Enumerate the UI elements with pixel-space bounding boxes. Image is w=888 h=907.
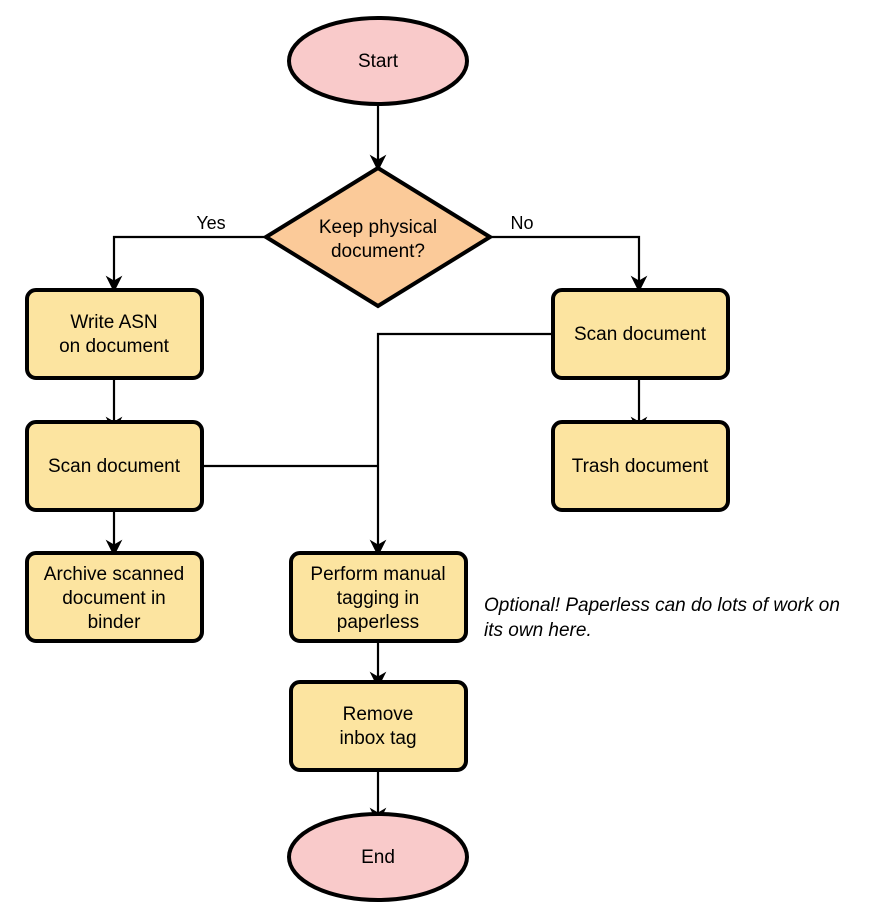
write-asn-label-line1: Write ASN bbox=[70, 312, 157, 333]
node-scan-document-left[interactable]: Scan document bbox=[25, 420, 204, 512]
remove-inbox-tag-label-line1: Remove bbox=[343, 704, 414, 725]
trash-document-label: Trash document bbox=[572, 456, 709, 477]
end-terminator-shape bbox=[287, 812, 469, 902]
edge-label-no: No bbox=[510, 213, 533, 233]
node-scan-document-right[interactable]: Scan document bbox=[551, 288, 730, 380]
decision-diamond-shape bbox=[262, 165, 494, 309]
trash-document-box-shape bbox=[551, 420, 730, 512]
node-remove-inbox-tag[interactable]: Remove inbox tag bbox=[289, 680, 468, 772]
scan-document-right-box-shape bbox=[551, 288, 730, 380]
archive-box-shape bbox=[25, 551, 204, 643]
annotation-line2: its own here. bbox=[484, 620, 592, 641]
tagging-label-line1: Perform manual bbox=[310, 564, 445, 585]
archive-label-line2: document in bbox=[62, 588, 166, 609]
edge-decision-no-to-scan-right bbox=[490, 235, 648, 293]
remove-inbox-tag-label-line2: inbox tag bbox=[339, 728, 416, 749]
edge-label-yes: Yes bbox=[196, 213, 225, 233]
start-terminator-shape bbox=[287, 16, 469, 106]
node-end[interactable]: End bbox=[287, 812, 469, 902]
scan-document-left-box-shape bbox=[25, 420, 204, 512]
write-asn-box-shape bbox=[25, 288, 204, 380]
end-label: End bbox=[361, 847, 395, 868]
edge-decision-yes-to-write-asn bbox=[105, 235, 265, 293]
tagging-label-line2: tagging in bbox=[337, 588, 419, 609]
archive-label-line1: Archive scanned bbox=[44, 564, 184, 585]
start-label: Start bbox=[358, 51, 399, 72]
tagging-box-shape bbox=[289, 551, 468, 643]
edge-label-layer: Yes No bbox=[196, 213, 533, 233]
connector-layer bbox=[105, 101, 648, 825]
edge-scan-right-to-tagging bbox=[369, 332, 553, 557]
decision-label-line2: document? bbox=[331, 241, 425, 262]
node-start[interactable]: Start bbox=[287, 16, 469, 106]
scan-document-right-label: Scan document bbox=[574, 324, 707, 345]
annotation-optional-note: Optional! Paperless can do lots of work … bbox=[484, 595, 840, 641]
annotation-line1: Optional! Paperless can do lots of work … bbox=[484, 595, 840, 616]
node-perform-manual-tagging[interactable]: Perform manual tagging in paperless bbox=[289, 551, 468, 643]
write-asn-label-line2: on document bbox=[59, 336, 170, 357]
node-archive-scanned-document[interactable]: Archive scanned document in binder bbox=[25, 551, 204, 643]
remove-inbox-tag-box-shape bbox=[289, 680, 468, 772]
archive-label-line3: binder bbox=[88, 612, 141, 633]
tagging-label-line3: paperless bbox=[337, 612, 419, 633]
node-trash-document[interactable]: Trash document bbox=[551, 420, 730, 512]
scan-document-left-label: Scan document bbox=[48, 456, 181, 477]
decision-label-line1: Keep physical bbox=[319, 217, 437, 238]
node-decision-keep-physical-document[interactable]: Keep physical document? bbox=[262, 165, 494, 309]
node-write-asn-on-document[interactable]: Write ASN on document bbox=[25, 288, 204, 380]
